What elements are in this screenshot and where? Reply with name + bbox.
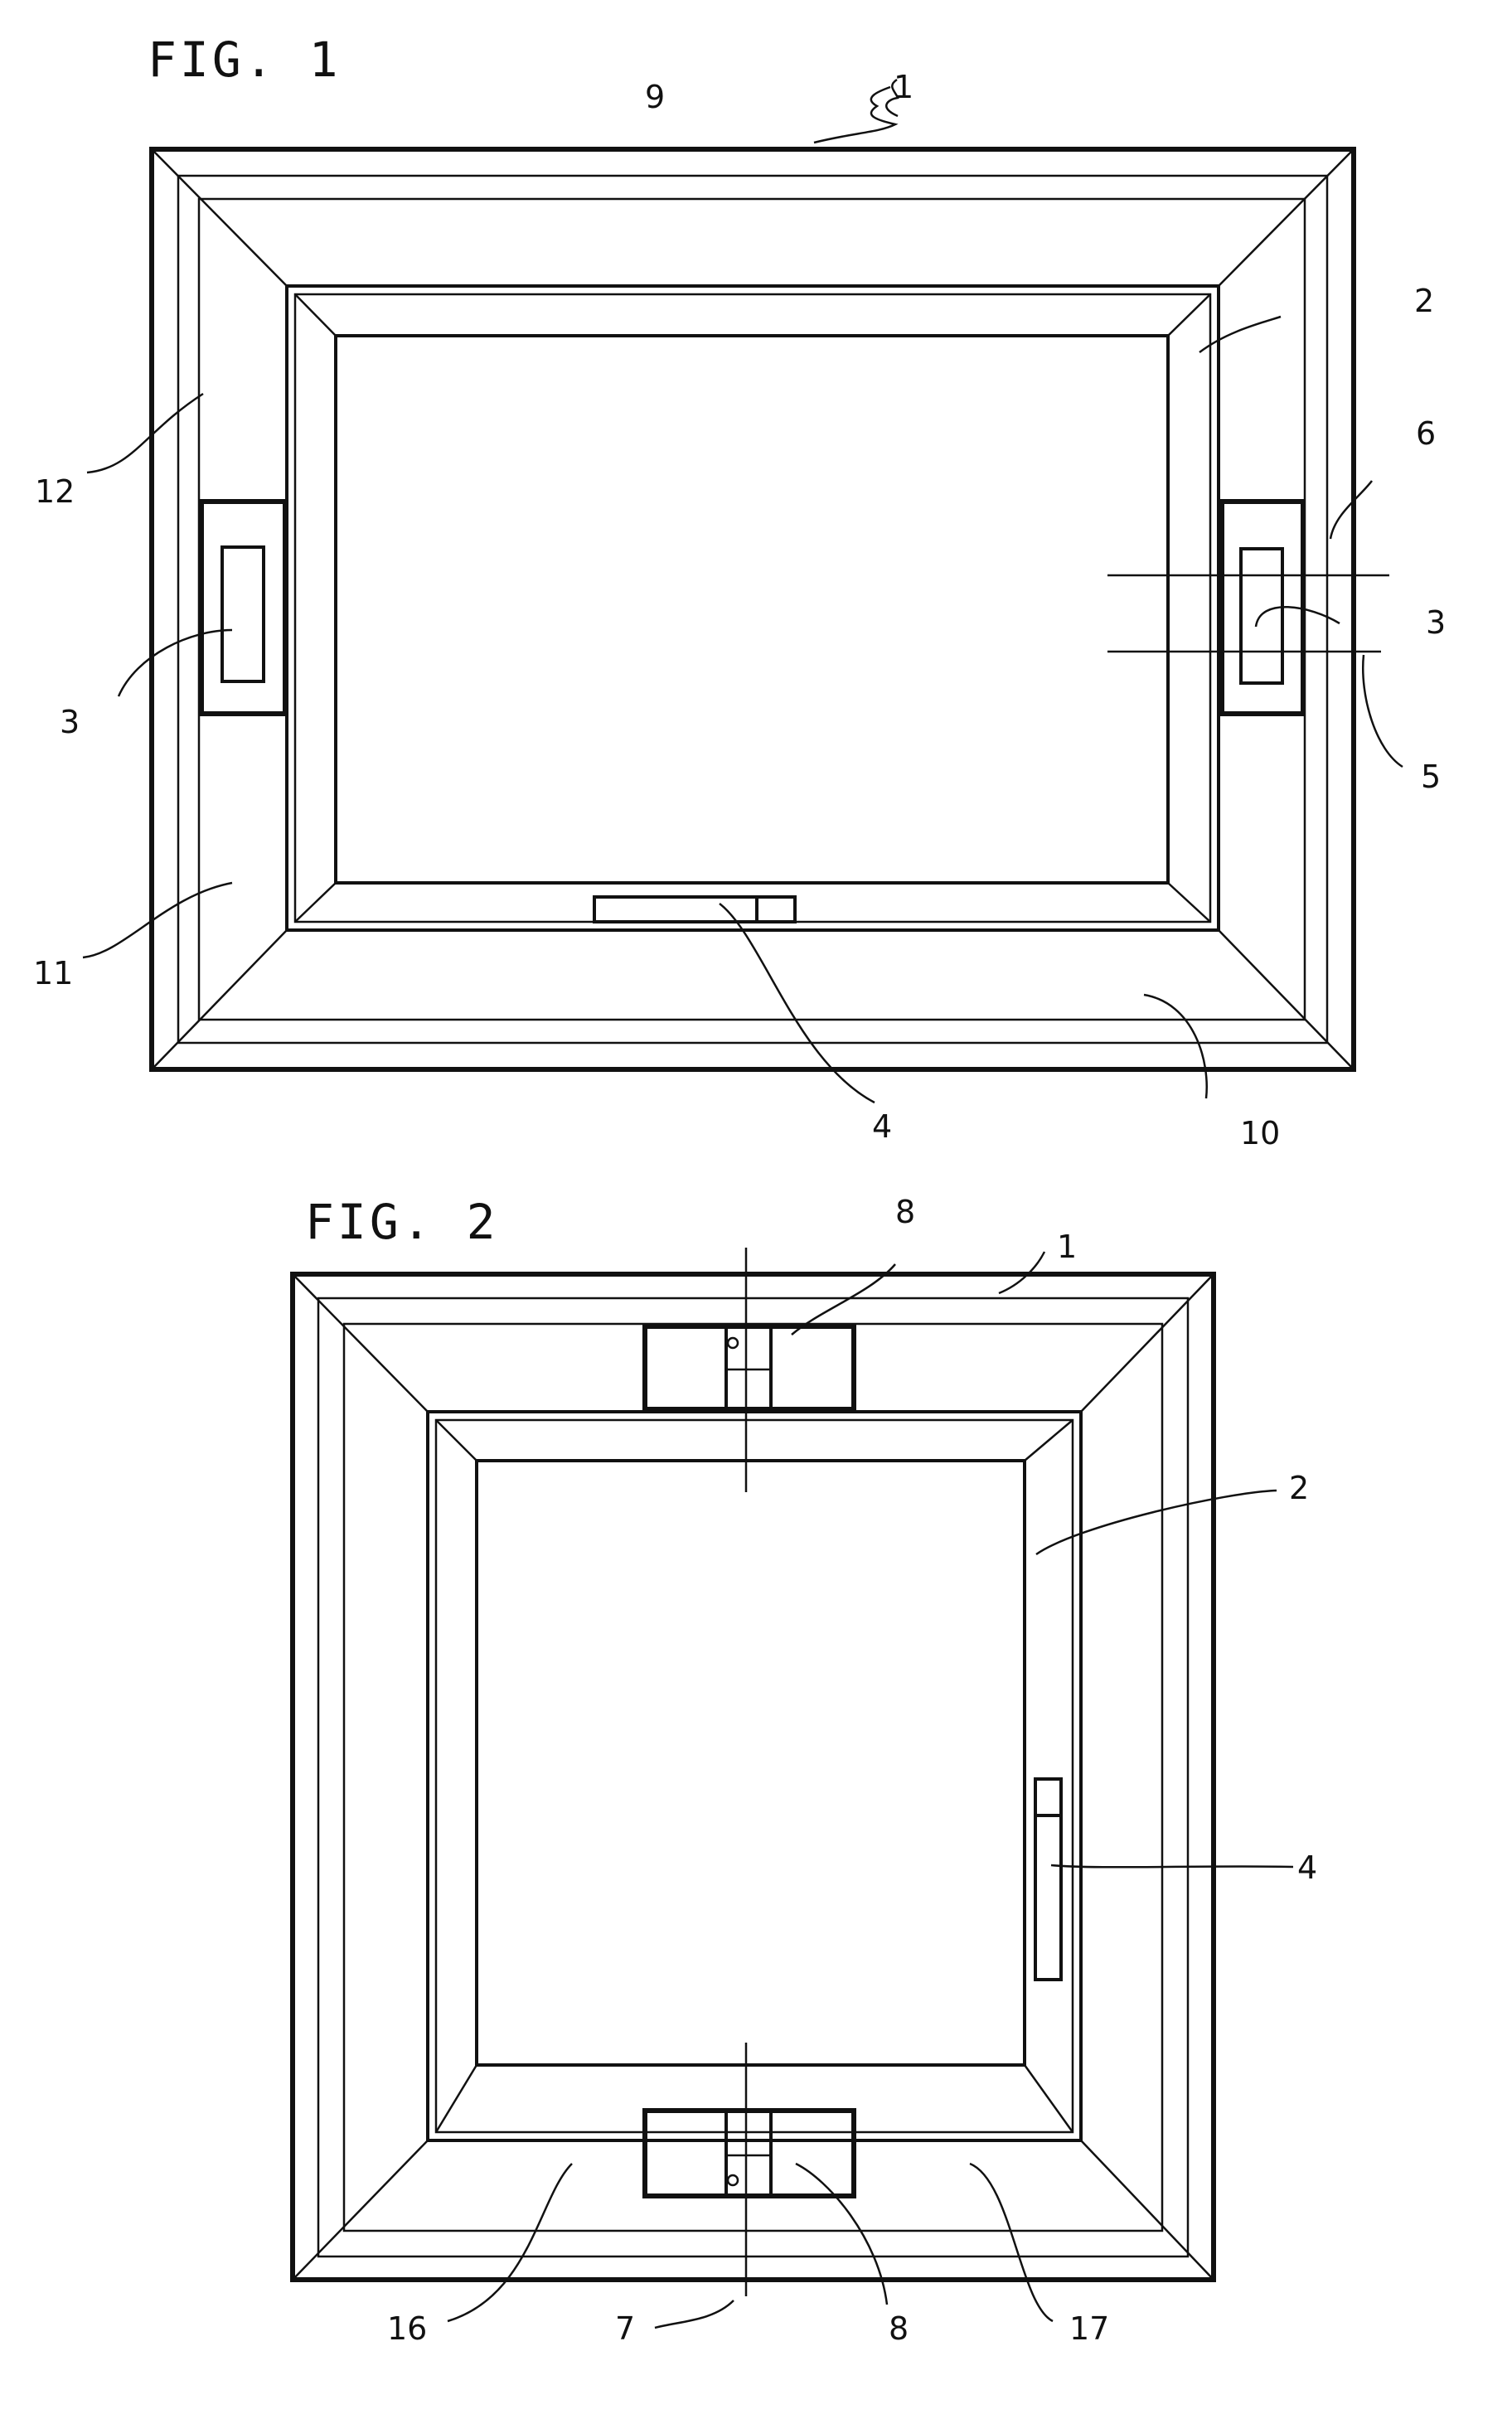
figure-1-leader-lines [83, 80, 1403, 1103]
figure-1-right-hinge [1107, 502, 1389, 714]
ref-label: 1 [1057, 1229, 1077, 1265]
figure-1-left-hinge [201, 502, 285, 714]
ref-label: 4 [872, 1108, 892, 1145]
figure-1-handle [594, 897, 795, 922]
ref-label: 8 [889, 2310, 909, 2347]
ref-label: 10 [1240, 1115, 1280, 1151]
figure-2-title: FIG. 2 [305, 1194, 499, 1250]
ref-label: 9 [645, 79, 665, 115]
ref-label: 3 [60, 704, 80, 740]
ref-label: 6 [1416, 415, 1436, 452]
figure-2-top-hinge [645, 1248, 854, 1492]
figure-1: FIG. 1 [33, 32, 1446, 1151]
ref-label: 4 [1297, 1849, 1317, 1886]
ref-label: 2 [1414, 283, 1434, 319]
ref-label: 11 [33, 955, 73, 991]
figure-2-sash [428, 1412, 1081, 2140]
ref-label: 17 [1069, 2310, 1109, 2347]
figure-2-bottom-hinge [645, 2043, 854, 2296]
figure-2-frame-outer [293, 1274, 1214, 2280]
figure-2-handle [1035, 1779, 1061, 1980]
ref-label: 2 [1289, 1470, 1309, 1506]
ref-label: 16 [387, 2310, 427, 2347]
ref-label: 8 [895, 1194, 915, 1230]
figure-1-title: FIG. 1 [148, 32, 342, 88]
ref-label: 5 [1421, 759, 1441, 795]
ref-label: 3 [1426, 604, 1446, 641]
ref-label: 1 [894, 69, 914, 105]
ref-label: 7 [615, 2310, 635, 2347]
ref-label: 12 [35, 473, 75, 510]
figure-1-reference-labels: 1 9 2 6 3 5 12 3 11 4 10 [33, 69, 1446, 1151]
figure-1-sash [287, 286, 1219, 930]
figure-2: FIG. 2 [293, 1194, 1317, 2347]
